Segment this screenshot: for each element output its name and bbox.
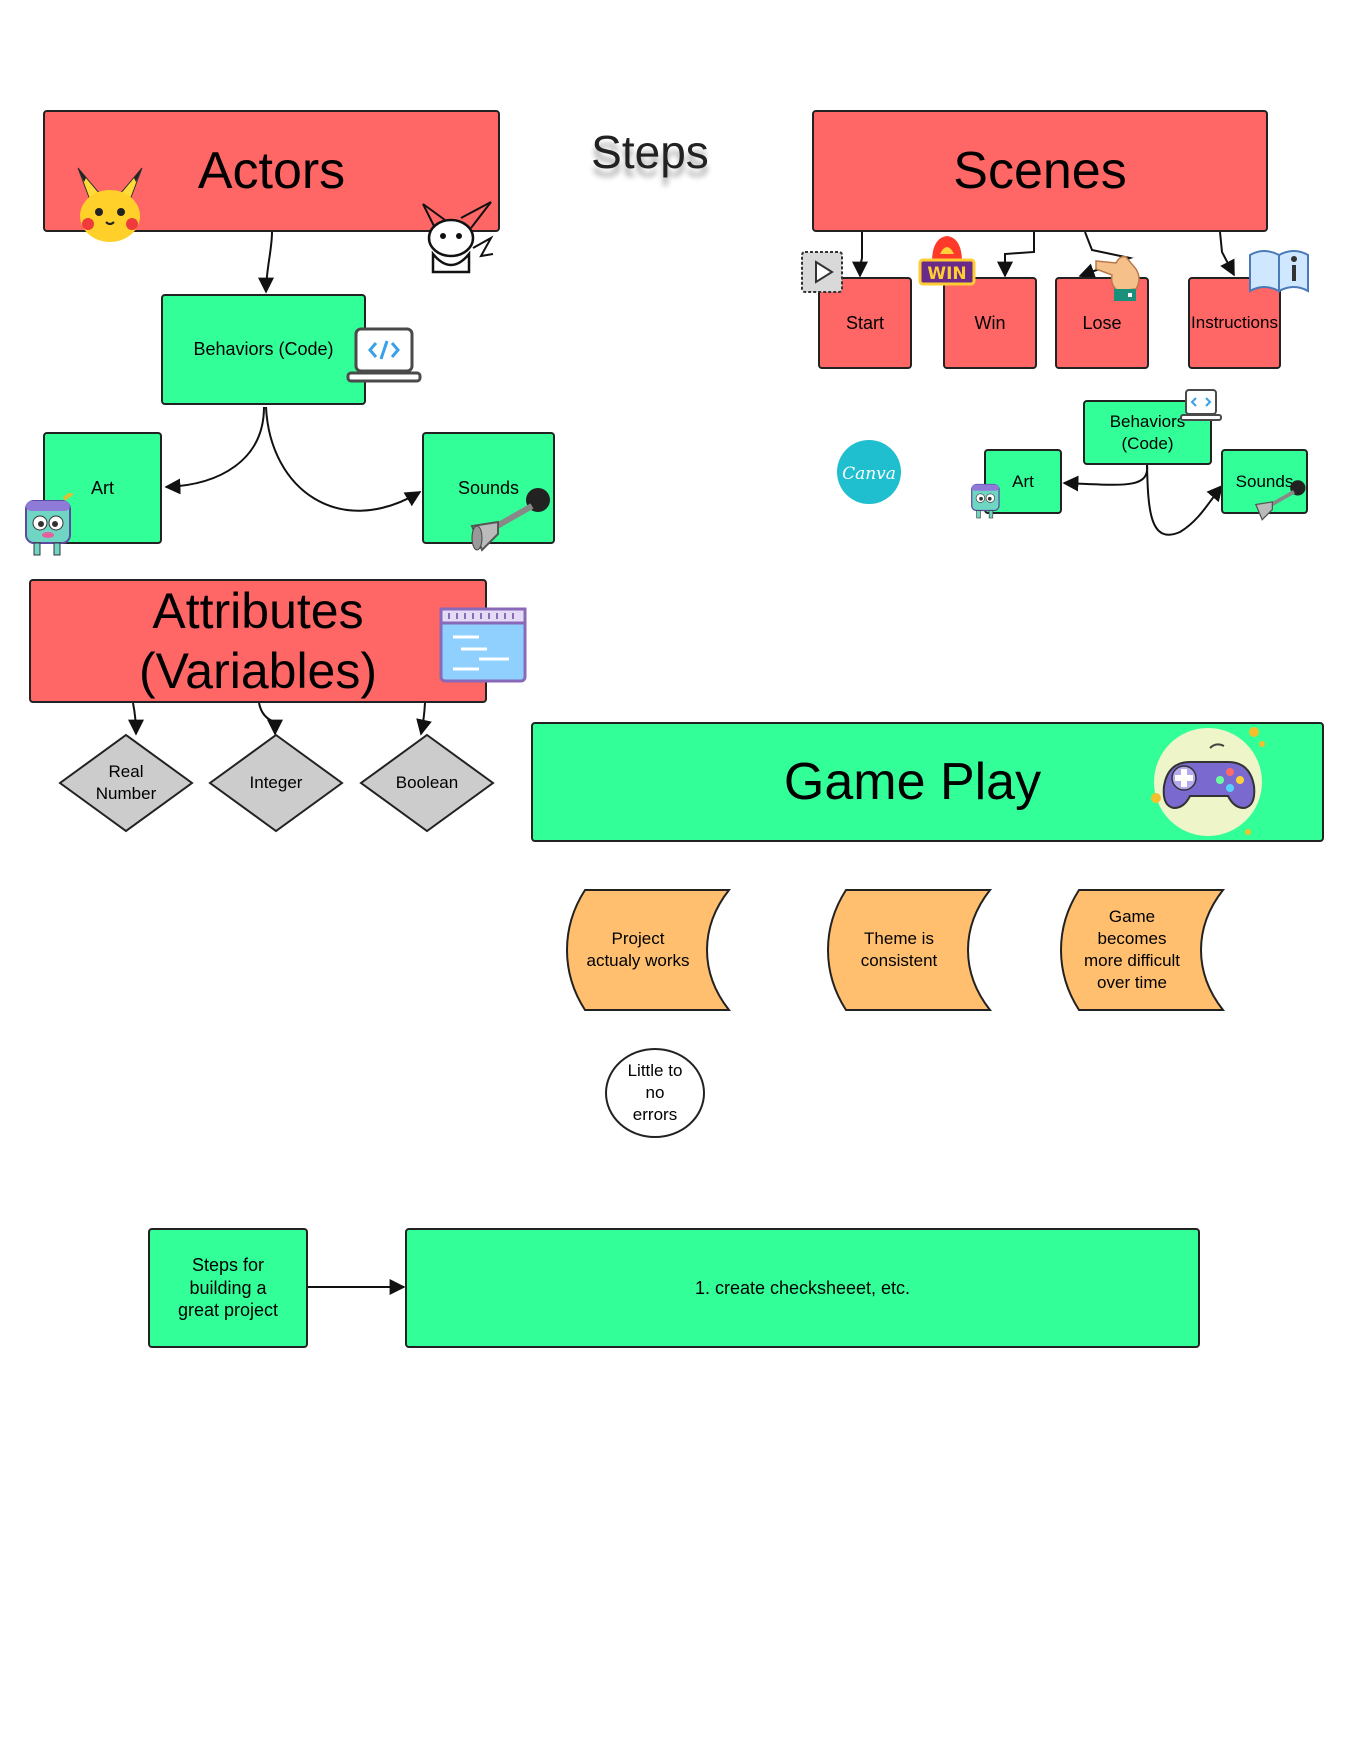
pikachu-icon: [77, 167, 143, 242]
scenes-title: Scenes: [953, 142, 1127, 200]
arrow-attr-real: [127, 702, 144, 736]
errors-line2: no: [645, 1082, 665, 1102]
checksheet-box: 1. create checksheeet, etc.: [405, 1228, 1200, 1348]
paint-monster-small-icon: [971, 483, 1000, 519]
criteria-shape-2: [826, 889, 993, 1011]
scene-sounds-label: Sounds: [1235, 471, 1294, 491]
criteria-3-line4: over time: [1097, 973, 1167, 993]
criteria-shape-1: [565, 889, 732, 1011]
errors-line1: Little to: [627, 1060, 683, 1080]
scenes-box: Scenes: [812, 110, 1268, 232]
scene-instructions-label: Instructions: [1191, 313, 1278, 333]
errors-line3: errors: [632, 1105, 678, 1125]
criteria-3-label: Game becomes more difficult over time: [1061, 888, 1203, 1012]
attributes-title-line1: Attributes: [152, 583, 364, 639]
gamepad-icon: [1151, 727, 1265, 836]
real-number-line1: Real: [108, 761, 144, 781]
actors-behaviors-label: Behaviors (Code): [193, 339, 334, 360]
criteria-shape-3: [1059, 889, 1226, 1011]
scene-behaviors-line1: Behaviors: [1109, 412, 1186, 432]
errors-circle-label: Little to no errors: [604, 1047, 706, 1139]
scene-start-label: Start: [845, 312, 884, 333]
actors-behaviors-box: Behaviors (Code): [161, 294, 366, 405]
laptop-code-small-icon: [1180, 389, 1222, 421]
criteria-2-line1: Theme is: [864, 928, 934, 948]
criteria-3-line3: more difficult: [1083, 951, 1181, 970]
scene-instructions-box: Instructions: [1188, 277, 1281, 369]
laptop-code-icon: [346, 327, 422, 383]
paint-monster-icon: [25, 493, 74, 556]
actors-sounds-box: Sounds: [422, 432, 555, 544]
criteria-2-line2: consistent: [860, 951, 938, 970]
scene-art-label: Art: [1012, 471, 1034, 491]
scene-win-box: Win: [943, 277, 1037, 369]
scene-lose-label: Lose: [1082, 312, 1122, 333]
attributes-box: Attributes (Variables): [29, 579, 487, 703]
criteria-2-label: Theme is consistent: [828, 888, 970, 1012]
arrow-scenes-instructions: [1219, 231, 1235, 277]
scene-win-label: Win: [974, 312, 1006, 333]
play-icon: [801, 251, 843, 293]
actors-title: Actors: [197, 142, 346, 200]
horn-icon: [470, 488, 550, 552]
page-title: Steps: [591, 126, 709, 178]
criteria-1-label: Project actualy works: [567, 888, 709, 1012]
real-number-line2: Number: [95, 784, 157, 803]
horn-small-icon: [1254, 480, 1306, 521]
pointing-hand-icon: [1095, 255, 1140, 301]
diamond-real-number: [58, 733, 194, 833]
steps-line1: Steps for: [191, 1255, 265, 1276]
arrow-actors-behaviors: [258, 231, 275, 294]
canva-logo-icon: Canva: [837, 440, 901, 504]
arrow-attr-integer: [258, 702, 283, 736]
arrow-scenes-start: [852, 232, 869, 278]
win-badge-text: WIN: [927, 264, 966, 284]
code-window-icon: [439, 607, 527, 683]
actors-sounds-label: Sounds: [457, 477, 520, 498]
steps-box: Steps for building a great project: [148, 1228, 308, 1348]
criteria-1-line2: actualy works: [586, 951, 690, 970]
criteria-3-line2: becomes: [1097, 928, 1167, 948]
attributes-title-line2: (Variables): [138, 643, 378, 699]
pikachu-sketch-icon: [422, 201, 494, 274]
arrow-scene-behaviors-art: [1062, 464, 1149, 492]
arrow-behaviors-sounds: [265, 406, 422, 512]
boolean-label: Boolean: [395, 772, 459, 792]
steps-line3: great project: [177, 1300, 279, 1321]
diamond-integer: [208, 733, 344, 833]
actors-box: Actors: [43, 110, 500, 232]
actors-art-label: Art: [90, 477, 114, 498]
arrow-scene-behaviors-sounds: [1146, 464, 1224, 536]
arrow-behaviors-art: [164, 406, 265, 495]
criteria-3-line1: Game: [1108, 906, 1156, 926]
diamond-boolean: [359, 733, 495, 833]
scene-behaviors-line2: (Code): [1121, 433, 1174, 453]
actors-art-box: Art: [43, 432, 162, 544]
arrow-attr-boolean: [416, 702, 432, 736]
arrow-scenes-win: [997, 232, 1035, 278]
criteria-1-line1: Project: [611, 928, 665, 948]
checksheet-label: 1. create checksheeet, etc.: [694, 1277, 911, 1298]
errors-circle: [605, 1048, 705, 1138]
steps-line2: building a: [189, 1277, 267, 1298]
gameplay-title: Game Play: [783, 753, 1042, 811]
integer-label: Integer: [249, 772, 303, 792]
real-number-label: Real Number: [58, 733, 194, 833]
canva-logo-text: Canva: [842, 464, 896, 484]
info-book-icon: [1249, 250, 1309, 293]
win-badge-icon: WIN: [918, 236, 976, 286]
